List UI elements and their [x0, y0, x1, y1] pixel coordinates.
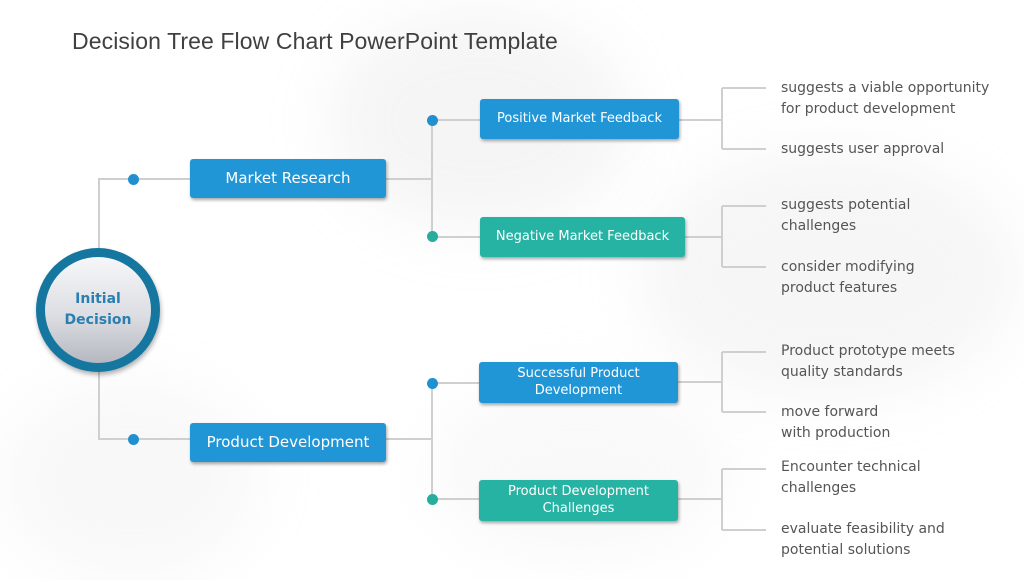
root-node-face: Initial Decision [45, 257, 151, 363]
outcome-line: move forward [781, 404, 879, 420]
node-label-line2: Development [534, 382, 623, 398]
root-node[interactable]: Initial Decision [36, 248, 160, 372]
node-label: Positive Market Feedback [497, 110, 662, 126]
outcome-text: suggests user approval [781, 139, 944, 160]
connector-negative [685, 205, 766, 268]
node-negative-market-feedback[interactable]: Negative Market Feedback [480, 217, 685, 257]
outcome-line: suggests user approval [781, 141, 945, 157]
outcome-text: Encounter technical challenges [781, 457, 921, 499]
connector-dot [427, 378, 438, 389]
outcome-text: Product prototype meets quality standard… [781, 341, 955, 383]
node-positive-market-feedback[interactable]: Positive Market Feedback [480, 99, 679, 139]
outcome-text: suggests a viable opportunity for produc… [781, 78, 989, 120]
page-title: Decision Tree Flow Chart PowerPoint Temp… [72, 28, 558, 54]
node-label: Negative Market Feedback [495, 228, 670, 244]
connector-root [98, 178, 190, 440]
connector-dot [427, 231, 438, 242]
connector-dot [427, 115, 438, 126]
node-label: Market Research [225, 168, 351, 187]
outcome-text: evaluate feasibility and potential solut… [781, 519, 945, 561]
outcome-line: for product development [781, 101, 956, 117]
outcome-line: suggests potential [781, 197, 911, 213]
outcome-line: evaluate feasibility and [781, 521, 945, 537]
outcome-line: challenges [781, 218, 857, 234]
connector-positive [679, 87, 766, 150]
node-product-development[interactable]: Product Development [190, 423, 386, 462]
connector-dot [128, 434, 139, 445]
outcome-line: product features [781, 280, 898, 296]
node-product-development-challenges[interactable]: Product Development Challenges [479, 480, 678, 521]
outcome-line: consider modifying [781, 259, 915, 275]
connector-market-research [386, 119, 480, 238]
connector-challenges [678, 468, 766, 531]
outcome-text: move forward with production [781, 402, 890, 444]
root-label-line2: Decision [64, 312, 132, 328]
outcome-text: consider modifying product features [781, 257, 915, 299]
node-label-line1: Product Development [507, 483, 649, 499]
outcome-line: challenges [781, 480, 857, 496]
connector-successful [678, 351, 766, 413]
connector-dot [427, 494, 438, 505]
outcome-text: suggests potential challenges [781, 195, 910, 237]
outcome-line: Product prototype meets [781, 343, 955, 359]
node-successful-product-development[interactable]: Successful Product Development [479, 362, 678, 403]
outcome-line: suggests a viable opportunity [781, 80, 990, 96]
connector-product-development [386, 382, 480, 500]
outcome-line: potential solutions [781, 542, 911, 558]
node-label-line2: Challenges [542, 500, 615, 516]
node-market-research[interactable]: Market Research [190, 159, 386, 198]
outcome-line: with production [781, 425, 891, 441]
node-label: Product Development [206, 432, 370, 451]
outcome-line: quality standards [781, 364, 903, 380]
connector-dot [128, 174, 139, 185]
root-label-line1: Initial [75, 291, 121, 307]
node-label-line1: Successful Product [517, 365, 640, 381]
outcome-line: Encounter technical [781, 459, 921, 475]
